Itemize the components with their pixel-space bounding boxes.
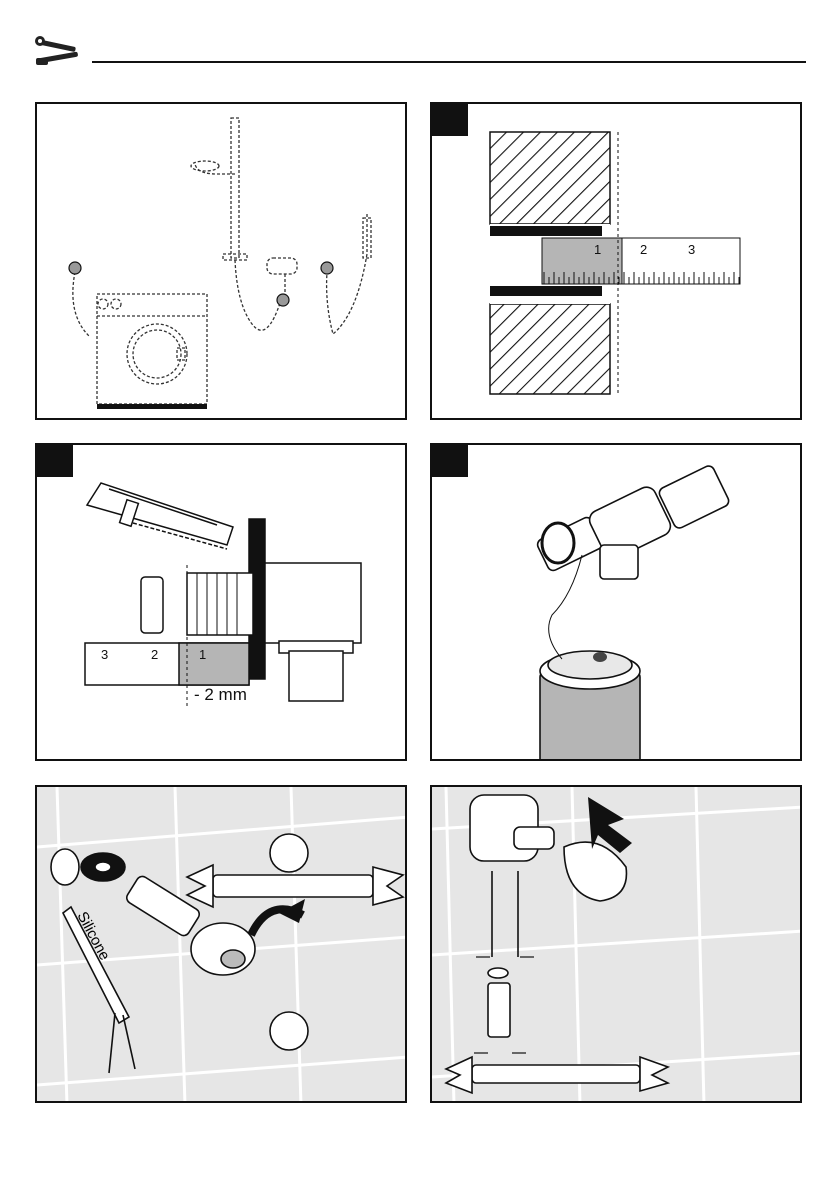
tools-icon: [34, 34, 82, 70]
ruler-tick-label: 1: [594, 242, 601, 257]
ruler-tick-label: 3: [688, 242, 695, 257]
wall-elbow-and-cover-illustration: [432, 787, 802, 1103]
ruler-tick-label: 1: [199, 647, 206, 662]
panel-fit-cover: [430, 785, 802, 1103]
panel-seal-thread: [430, 443, 802, 761]
wrench-and-silicone-illustration: Silicone: [37, 787, 407, 1103]
panel-mount-elbow: Silicone: [35, 785, 407, 1103]
header-rule: [92, 61, 806, 63]
panel-overview: [35, 102, 407, 420]
panel-cut-pipe: 3 2 1 - 2 mm: [35, 443, 407, 761]
cut-dimension-label: - 2 mm: [194, 685, 247, 705]
ruler-tick-label: 2: [640, 242, 647, 257]
wall-cross-section-illustration: 1 2 3: [432, 104, 802, 420]
saw-and-pipe-illustration: 3 2 1: [37, 445, 407, 761]
ruler-tick-label: 2: [151, 647, 158, 662]
thread-sealing-illustration: [432, 445, 802, 761]
panel-measure-depth: 1 2 3: [430, 102, 802, 420]
ruler-tick-label: 3: [101, 647, 108, 662]
installation-overview-illustration: [37, 104, 407, 420]
